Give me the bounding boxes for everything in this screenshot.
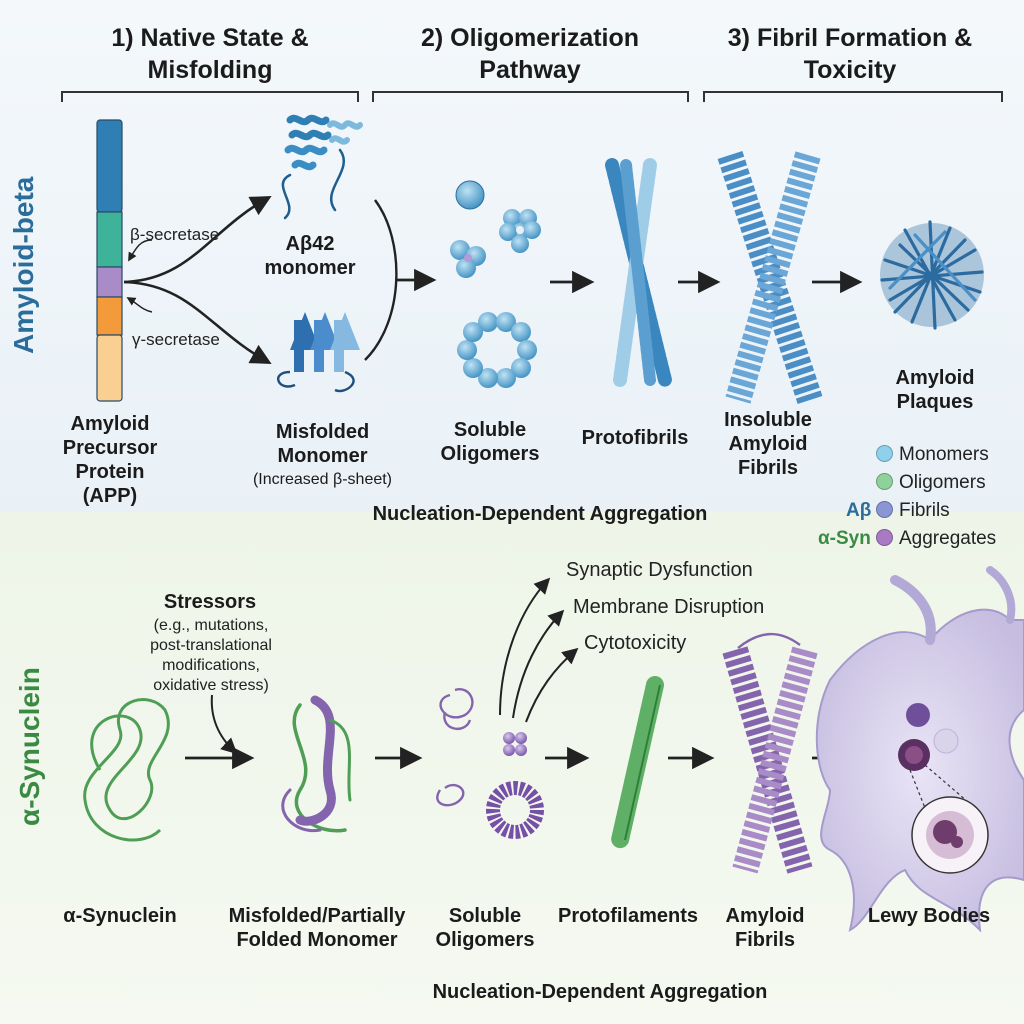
legend-prefix-asyn: α-Syn (818, 528, 871, 549)
abeta-protofibrils (605, 158, 672, 387)
app-label: Amyloid Precursor Protein (APP) (62, 413, 158, 507)
amyloid-plaques-label: Amyloid Plaques (895, 367, 975, 413)
stressors-title: Stressors (163, 591, 257, 613)
misfolded-monomer-title: Misfolded Monomer (275, 421, 370, 467)
synuclein-monomer-label: α-Synuclein (63, 905, 177, 927)
effect-membrane-disruption: Membrane Disruption (573, 596, 765, 618)
legend-dot-oligomers (876, 473, 893, 490)
app-protein-bar (96, 119, 123, 402)
insoluble-fibrils-label: Insoluble Amyloid Fibrils (724, 409, 812, 479)
abeta-aggregation-label: Nucleation-Dependent Aggregation (372, 503, 708, 525)
legend-dot-fibrils (876, 501, 893, 518)
abeta-fibrils (717, 150, 823, 405)
legend-dot-monomers (876, 445, 893, 462)
legend-label-fibrils: Fibrils (899, 500, 950, 521)
amyloid-plaque (880, 220, 984, 330)
effect-synaptic-dysfunction: Synaptic Dysfunction (566, 559, 753, 581)
stage-brackets (61, 91, 1003, 102)
synuclein-fibrils (722, 632, 818, 874)
row-label-alpha-synuclein: α-Synuclein (14, 667, 45, 826)
synuclein-fibrils-label: Amyloid Fibrils (725, 905, 805, 951)
amyloid-panel-background (0, 0, 1024, 512)
abeta-oligomers (450, 180, 541, 388)
lewy-bodies-label: Lewy Bodies (867, 905, 991, 927)
beta-secretase-label: β-secretase (130, 225, 220, 244)
misfolded-monomer-note: (Increased β-sheet) (252, 471, 393, 488)
legend-label-oligomers: Oligomers (899, 472, 986, 493)
misfolded-monomer-structure (277, 312, 360, 393)
synuclein-protofilaments (611, 676, 664, 849)
row-label-amyloid-beta: Amyloid-beta (8, 176, 39, 354)
synuclein-misfolded-label: Misfolded/Partially Folded Monomer (228, 905, 406, 951)
legend-label-monomers: Monomers (899, 444, 989, 465)
legend-dot-aggregates (876, 529, 893, 546)
abeta-monomer-label: Aβ42 monomer (264, 233, 356, 279)
legend-item-aggregates: Aggregates (876, 528, 996, 550)
legend-item-oligomers: Oligomers (876, 472, 986, 494)
stressors-detail: (e.g., mutations, post-translational mod… (150, 617, 272, 694)
effect-cytotoxicity: Cytotoxicity (584, 632, 687, 654)
synuclein-misfolded-structure (281, 695, 352, 833)
legend-item-monomers: Monomers (876, 444, 989, 466)
abeta-oligomers-label: Soluble Oligomers (440, 419, 540, 465)
synuclein-aggregation-label: Nucleation-Dependent Aggregation (432, 981, 768, 1003)
legend-item-fibrils: Fibrils (876, 500, 950, 522)
synuclein-oligomers-label: Soluble Oligomers (435, 905, 535, 951)
misfolded-monomer-label: Misfolded Monomer (Increased β-sheet) (240, 420, 405, 492)
stage-title-oligomerization: 2) Oligomerization Pathway (420, 24, 640, 84)
protofilaments-label: Protofilaments (557, 905, 699, 927)
abeta-monomer-structure (281, 114, 363, 220)
stage-title-fibril: 3) Fibril Formation & Toxicity (727, 24, 973, 84)
gamma-secretase-label: γ-secretase (132, 330, 220, 349)
protofibrils-label: Protofibrils (581, 427, 689, 449)
legend-prefix-abeta: Aβ (846, 500, 872, 521)
synuclein-monomer-coil (83, 698, 170, 842)
neuron-with-lewy-bodies (815, 566, 1024, 933)
stage-title-native: 1) Native State & Misfolding (111, 24, 309, 84)
legend-label-aggregates: Aggregates (899, 528, 997, 549)
synuclein-oligomers (436, 688, 544, 839)
